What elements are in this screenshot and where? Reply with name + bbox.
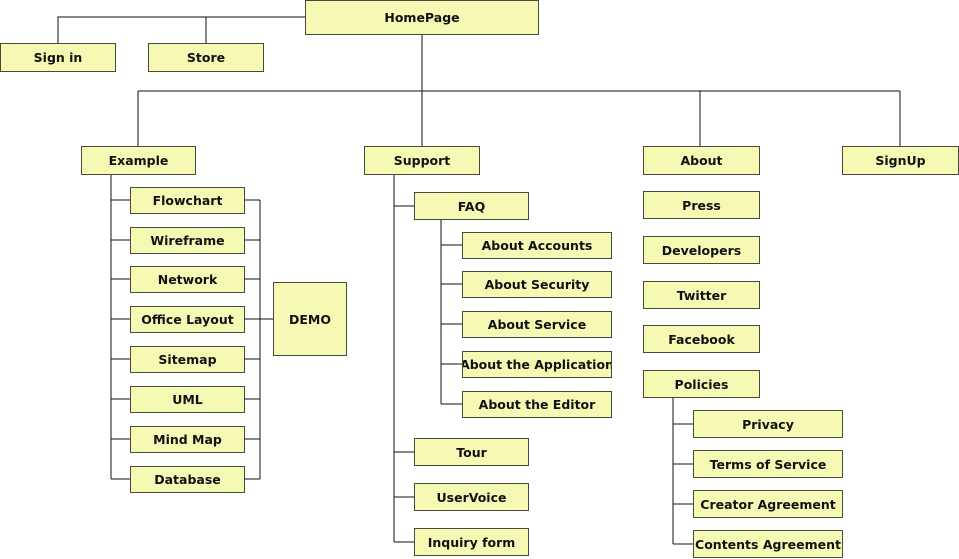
node-support: Support [364, 146, 480, 175]
node-demo: DEMO [273, 282, 347, 356]
node-network: Network [130, 266, 245, 293]
node-developers: Developers [643, 236, 760, 264]
node-twitter: Twitter [643, 281, 760, 309]
node-about-the-application: About the Application [462, 351, 612, 378]
node-terms-of-service: Terms of Service [693, 450, 843, 478]
node-faq: FAQ [414, 192, 529, 220]
node-database: Database [130, 466, 245, 493]
node-creator-agreement: Creator Agreement [693, 490, 843, 518]
node-office-layout: Office Layout [130, 306, 245, 333]
node-homepage: HomePage [305, 0, 539, 35]
node-mind-map: Mind Map [130, 426, 245, 453]
node-signup: SignUp [842, 146, 959, 175]
node-sitemap: Sitemap [130, 346, 245, 373]
node-uservoice: UserVoice [414, 483, 529, 511]
node-press: Press [643, 191, 760, 219]
node-about-accounts: About Accounts [462, 232, 612, 259]
node-sign-in: Sign in [0, 43, 116, 72]
node-about: About [643, 146, 760, 175]
node-policies: Policies [643, 370, 760, 398]
node-contents-agreement: Contents Agreement [693, 530, 843, 558]
node-about-service: About Service [462, 311, 612, 338]
node-inquiry-form: Inquiry form [414, 528, 529, 556]
node-wireframe: Wireframe [130, 227, 245, 254]
node-privacy: Privacy [693, 410, 843, 438]
node-about-the-editor: About the Editor [462, 391, 612, 418]
node-store: Store [148, 43, 264, 72]
node-about-security: About Security [462, 271, 612, 298]
node-tour: Tour [414, 438, 529, 466]
node-facebook: Facebook [643, 325, 760, 353]
node-uml: UML [130, 386, 245, 413]
node-example: Example [81, 146, 196, 175]
node-flowchart: Flowchart [130, 187, 245, 214]
